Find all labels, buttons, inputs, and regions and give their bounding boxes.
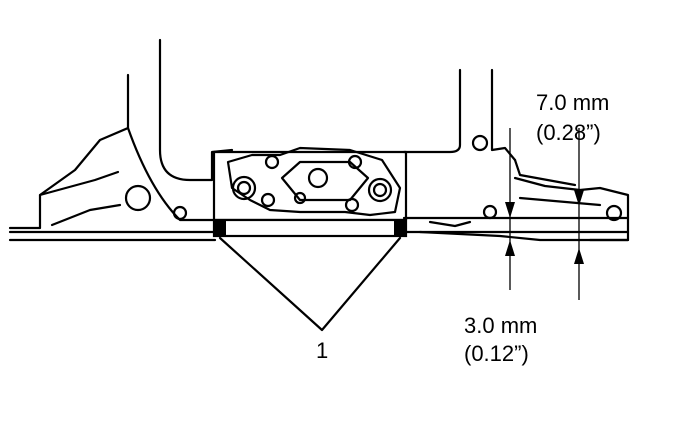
oil-pan: [402, 216, 630, 242]
cover-plate: [212, 146, 408, 222]
upper-dimension-metric: 7.0 mm: [536, 90, 609, 115]
engine-block-left: [8, 38, 234, 242]
lower-dimension-imperial: (0.12”): [464, 341, 529, 366]
sealant-bead: [212, 218, 408, 238]
callout-number: 1: [316, 338, 328, 363]
upper-dimension-imperial: (0.28”): [536, 120, 601, 145]
callout-leader: [218, 236, 402, 332]
dimension-lines: [505, 128, 584, 300]
lower-dimension-metric: 3.0 mm: [464, 313, 537, 338]
